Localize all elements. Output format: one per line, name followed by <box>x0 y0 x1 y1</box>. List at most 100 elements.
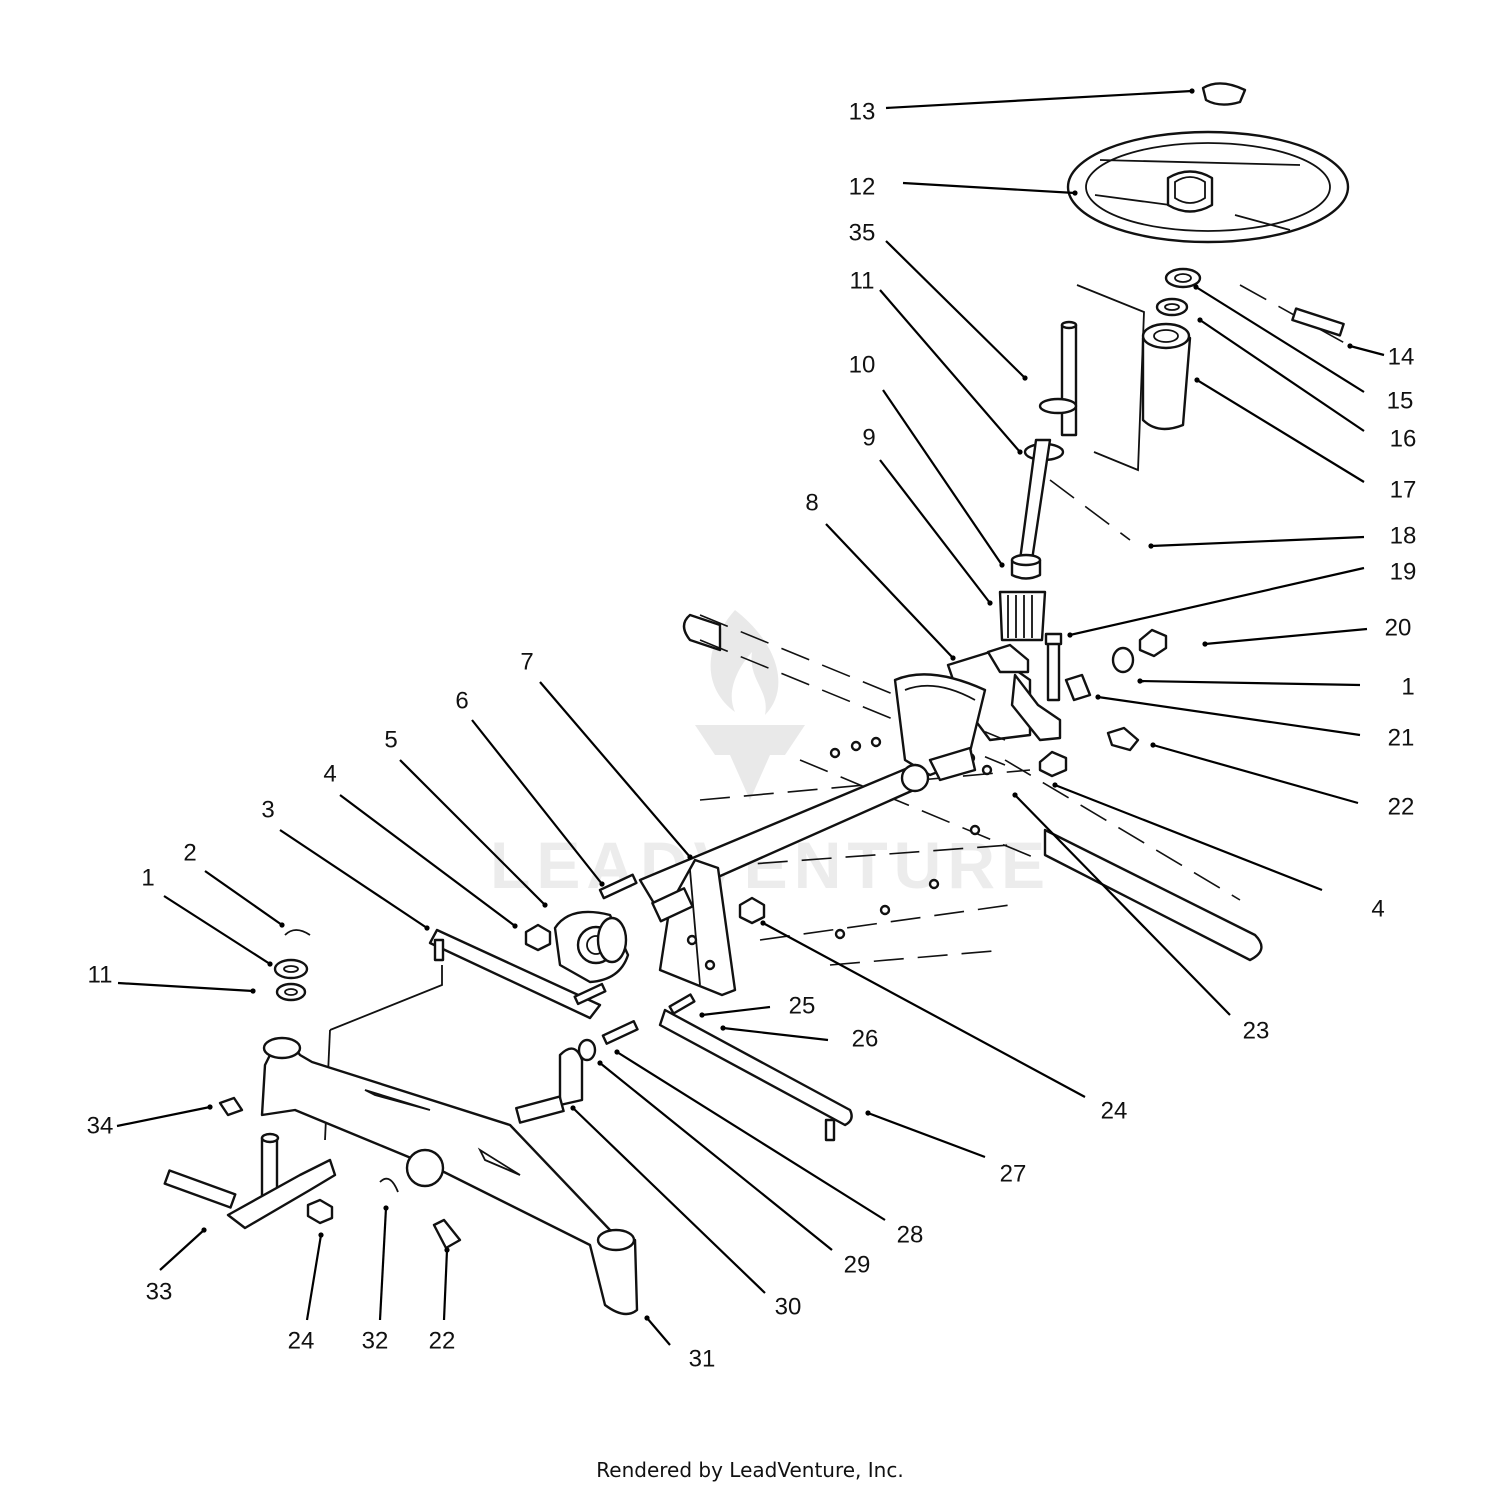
leader-line <box>1054 783 1323 892</box>
leader-line <box>1195 286 1365 393</box>
leader-dot <box>383 1205 389 1211</box>
leader-dot <box>318 1232 324 1238</box>
leader-dot <box>424 925 430 931</box>
leader-dot <box>1072 190 1078 196</box>
callout-number: 34 <box>87 1112 114 1139</box>
part-steering-wheel <box>1066 130 1350 244</box>
part-bolts-center <box>524 873 766 952</box>
callout-number: 22 <box>429 1327 456 1354</box>
callout-number: 24 <box>288 1327 315 1354</box>
callout-number: 8 <box>805 489 818 516</box>
callout-10: 10 <box>849 351 1005 568</box>
leader-dot <box>687 854 693 860</box>
callout-21: 21 <box>1095 694 1414 751</box>
callout-number: 17 <box>1390 476 1417 503</box>
callout-number: 19 <box>1390 558 1417 585</box>
leader-dot <box>699 1012 705 1018</box>
callout-number: 30 <box>775 1293 802 1320</box>
leader-dot <box>599 881 605 887</box>
callout-number: 26 <box>852 1025 879 1052</box>
leader-dot <box>1347 343 1353 349</box>
leader-dot <box>1095 694 1101 700</box>
callout-9: 9 <box>862 424 993 606</box>
callout-18: 18 <box>1148 522 1416 549</box>
callout-32: 32 <box>362 1205 389 1354</box>
leader-dot <box>1148 543 1154 549</box>
part-hardware-left <box>218 929 462 1250</box>
callout-11: 11 <box>88 961 256 994</box>
callout-number: 15 <box>1387 387 1414 414</box>
callout-number: 31 <box>689 1345 716 1372</box>
leader-line <box>117 981 254 993</box>
callout-number: 16 <box>1390 425 1417 452</box>
callout-23: 23 <box>1012 792 1269 1044</box>
leader-dot <box>570 1105 576 1111</box>
leader-dot <box>720 1025 726 1031</box>
part-tie-rod-right <box>577 993 853 1142</box>
leader-dot <box>950 655 956 661</box>
leader-line <box>879 289 1021 453</box>
callout-25: 25 <box>699 992 815 1019</box>
callout-5: 5 <box>384 726 548 908</box>
callout-number: 1 <box>1401 673 1414 700</box>
leader-dot <box>207 1104 213 1110</box>
part-washers-column <box>1155 267 1202 317</box>
leader-dot <box>987 600 993 606</box>
callout-number: 18 <box>1390 522 1417 549</box>
leader-line <box>616 1051 886 1221</box>
leader-dot <box>542 902 548 908</box>
callout-16: 16 <box>1197 317 1416 452</box>
leader-dot <box>1022 375 1028 381</box>
callout-number: 10 <box>849 351 876 378</box>
leader-dot <box>1137 678 1143 684</box>
callout-number: 13 <box>849 98 876 125</box>
callout-30: 30 <box>570 1105 801 1320</box>
part-steering-bracket <box>946 643 1062 742</box>
leader-line <box>1152 743 1359 805</box>
leader-line <box>867 1111 986 1159</box>
part-bolts-nuts-right <box>1038 628 1168 778</box>
callout-33: 33 <box>146 1227 207 1305</box>
part-frame-holes <box>829 736 993 940</box>
leader-dot <box>644 1315 650 1321</box>
callout-number: 23 <box>1243 1017 1270 1044</box>
callout-24: 24 <box>288 1232 324 1354</box>
callout-number: 21 <box>1388 724 1415 751</box>
leader-dot <box>597 1060 603 1066</box>
leader-line <box>646 1317 671 1346</box>
part-bushing-gear <box>998 553 1047 642</box>
callout-number: 25 <box>789 992 816 1019</box>
leader-dot <box>614 1049 620 1055</box>
leader-dot <box>1189 88 1195 94</box>
leader-dot <box>1017 449 1023 455</box>
leader-line <box>1139 679 1361 687</box>
callout-7: 7 <box>520 648 693 860</box>
leader-dot <box>512 923 518 929</box>
leader-line <box>885 89 1193 110</box>
leader-line <box>1196 379 1365 483</box>
leader-line <box>879 459 991 604</box>
callout-number: 35 <box>849 219 876 246</box>
callout-14: 14 <box>1347 343 1414 370</box>
leader-dot <box>1193 284 1199 290</box>
callout-29: 29 <box>597 1060 870 1278</box>
callout-number: 28 <box>897 1221 924 1248</box>
leader-dot <box>267 961 273 967</box>
callout-27: 27 <box>865 1110 1026 1187</box>
leader-dot <box>999 562 1005 568</box>
part-steering-cap <box>1201 82 1247 106</box>
callout-number: 29 <box>844 1251 871 1278</box>
leader-line <box>399 759 546 906</box>
callout-number: 12 <box>849 173 876 200</box>
leader-line <box>116 1105 211 1128</box>
leader-line <box>1150 535 1365 548</box>
leader-dot <box>250 988 256 994</box>
part-pivot-bearing <box>553 887 694 984</box>
callout-number: 11 <box>850 267 875 294</box>
leader-line <box>882 389 1003 566</box>
callout-number: 22 <box>1388 793 1415 820</box>
leader-dot <box>1150 742 1156 748</box>
callout-19: 19 <box>1067 558 1417 638</box>
callout-number: 1 <box>141 864 154 891</box>
part-steering-shaft <box>1018 320 1131 562</box>
